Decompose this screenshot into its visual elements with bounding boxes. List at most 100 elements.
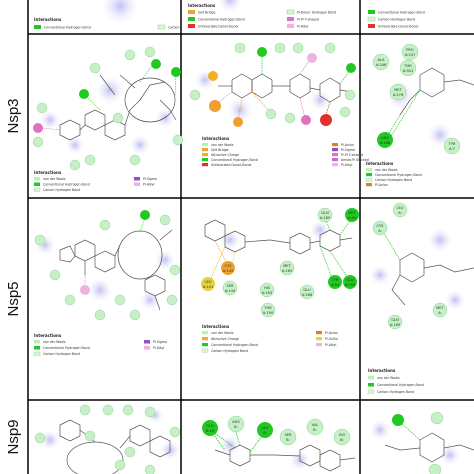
residue-disc [79,404,91,416]
residue-name: MET [283,264,291,268]
ligand-structure [59,229,173,311]
top-strip-right-panel: Conventional Hydrogen Bond Carbon Hydrog… [367,10,425,29]
residue-disc [171,67,181,77]
legend-item: Conventional Hydrogen Bond [211,343,258,347]
residue-disc [80,285,90,295]
legend-swatch [34,182,40,186]
residue-disc [257,422,273,438]
residue-number: A:145 [223,269,233,273]
residue-name: HIS [264,286,271,290]
legend-item: Pi-Sigma [341,148,355,152]
residue-disc [49,269,61,281]
residue-discs [34,404,181,474]
residue-disc [274,42,286,54]
residue-disc [284,112,296,124]
interaction-lines [209,429,266,453]
residue-number: B: [340,438,344,442]
legend-item: Carbon Hydrogen Bond [43,352,80,356]
row-label-nsp3: Nsp3 [5,98,22,133]
legend-item: Conventional Hydrogen Bond [198,18,245,22]
residue-name: CYS [377,224,385,228]
residue-number: B:18 [206,429,215,433]
residue-name: LEU [205,280,212,284]
residue-number: A:141 [203,285,213,289]
legend-swatch [188,24,195,28]
legend-swatch [367,16,376,22]
ligand-structure [391,252,474,306]
legend-item: Pi-Anion [341,143,354,147]
residue-disc [328,275,342,289]
nsp5-left-panel: Interactions van der Waals Conventional … [33,210,181,356]
nsp3-right-panel: ALA A:246 PRO A:247 THR A:301 MET A:276 … [365,43,474,187]
residue-number: A: [438,311,442,315]
residue-number: A:163 [262,291,272,295]
legend-item: Pi-Alkyl [341,163,353,167]
legend-item: Attractive Charge [211,153,239,157]
legend-item: Conventional Hydrogen Bond [211,158,258,162]
legend-item: Pi-Alkyl [325,343,337,347]
legend-item: Amide-Pi Stacked [341,158,369,162]
residue-number: A: [398,211,402,215]
residue-number: B: [313,428,317,432]
nsp3-left-panel: Interactions van der Waals Conventional … [32,46,184,192]
residue-number: A:276 [393,93,404,97]
legend-item: Pi-Anion [325,331,338,335]
residue-disc [222,280,238,296]
top-strip-left-panel: Interactions Conventional Hydrogen Bond … [34,0,179,30]
residue-disc [202,420,218,436]
legend-title: Interactions [34,170,62,175]
residue-discs [202,415,351,446]
residue-disc [84,154,96,166]
ligand-structure [59,74,177,141]
residue-disc [401,43,419,61]
legend-item: Pi-Sigma [153,340,167,344]
residue-name: SER [284,433,292,437]
residue-disc [172,134,184,146]
residue-disc [257,47,267,57]
residue-disc [129,309,141,321]
legend-swatch [368,10,375,14]
residue-disc [372,220,388,236]
residue-disc [112,112,124,124]
legend-item: Conventional Hydrogen Bond [43,346,90,350]
legend-title: Interactions [366,161,394,166]
residue-name: SER [226,284,234,288]
residue-name: CYS [225,264,233,268]
residue-disc [151,59,161,69]
residue-discs [372,43,461,155]
residue-disc [392,202,408,218]
legend-swatch [134,177,140,181]
residue-disc [260,302,276,318]
residue-disc [124,446,136,458]
residue-disc [79,89,89,99]
residue-number: A:189 [320,216,331,220]
interaction-lines [381,229,401,261]
legend-item: Unfavorable Donor-Donor [378,25,419,29]
residue-disc [443,137,461,155]
residue-name: GLN [391,318,399,322]
legend-item: Conventional Hydrogen Bond [377,383,424,387]
residue-number: A:192 [345,283,355,287]
residue-number: A:188 [380,141,391,145]
residue-discs [32,46,184,171]
residue-disc [345,208,359,222]
residue-name: GLU [303,288,311,292]
legend-title: Interactions [34,17,62,22]
interaction-lines [387,89,421,139]
residue-disc [99,219,111,231]
residue-disc [208,71,218,81]
residue-disc [387,314,403,330]
residue-disc [64,294,76,306]
legend-item: van der Waals [211,143,234,147]
residue-disc [129,154,141,166]
residue-disc [32,136,44,148]
legend-item: Pi-Pi T-shaped [341,153,363,157]
legend-item: van der Waals [377,376,400,380]
legend-item: Pi-Alkyl [297,25,309,29]
legend-swatch [34,25,41,29]
residue-disc [346,63,356,73]
residue-disc [169,426,181,438]
legend-swatch [188,17,195,21]
panel-grid [27,0,474,474]
nsp5-middle-panel: GLN A:189 MET A:49 CYS A:145 LEU A:141 S… [201,207,359,353]
